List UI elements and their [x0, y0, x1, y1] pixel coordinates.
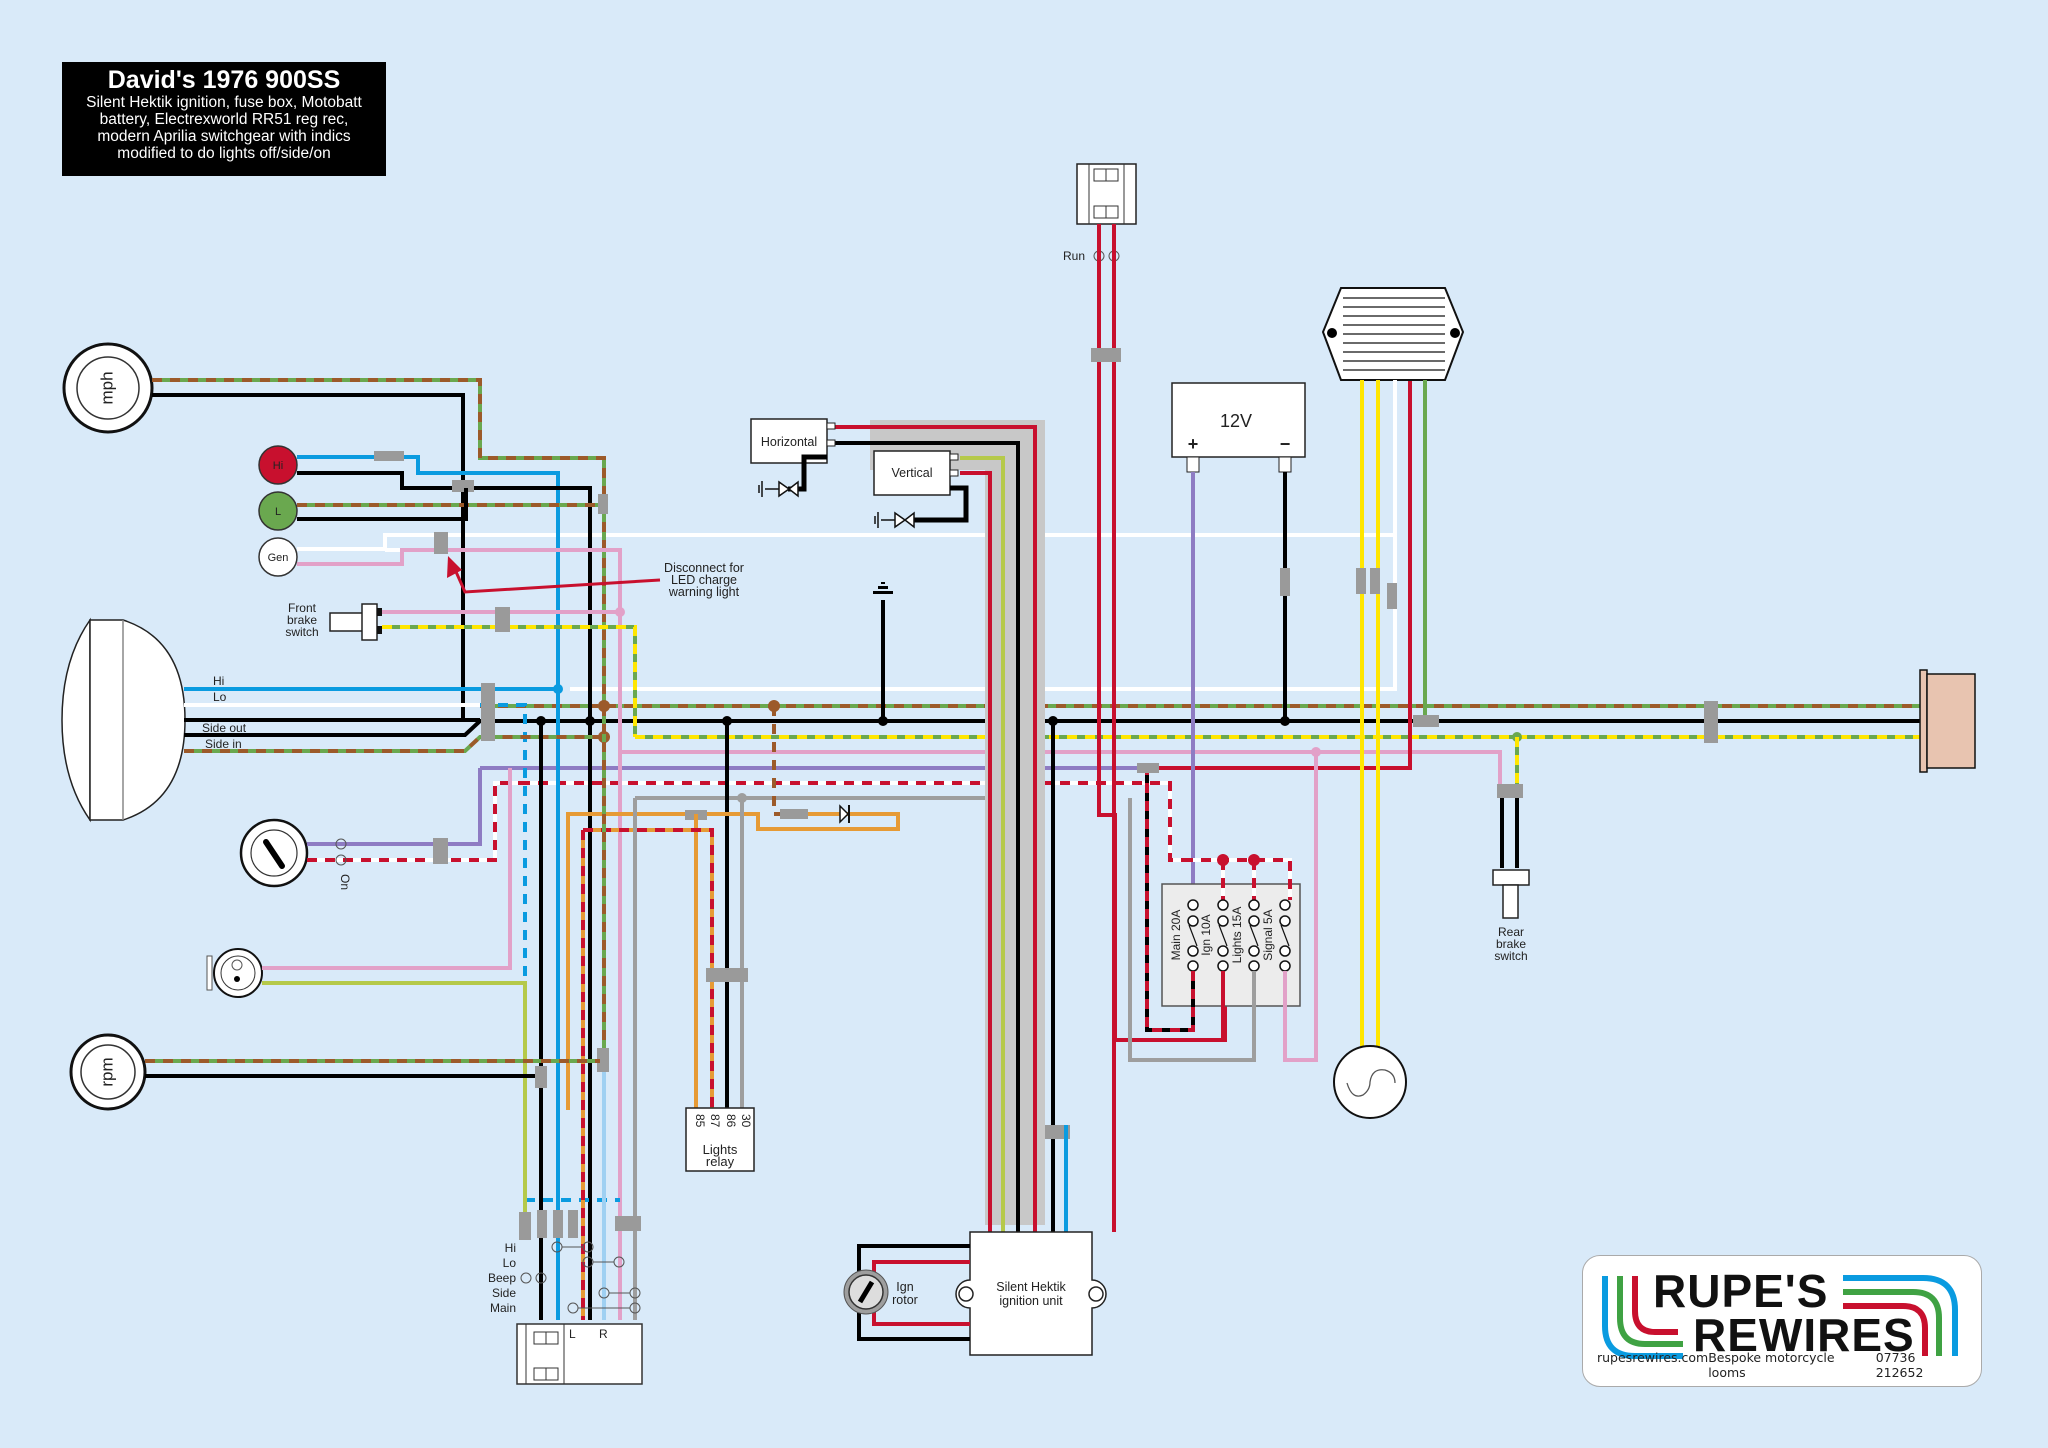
title-box: David's 1976 900SS Silent Hektik ignitio…: [62, 62, 386, 176]
battery-positive-label: +: [1188, 434, 1199, 454]
logo-tagline: Bespoke motorcycle looms: [1708, 1350, 1835, 1380]
alternator: [1333, 1045, 1407, 1119]
regulator-rectifier: [1321, 287, 1465, 1055]
spark-plug-vertical-icon: [874, 511, 915, 529]
annotation-line-3: warning light: [668, 585, 740, 599]
low-light-label: L: [275, 506, 281, 518]
coil-horizontal-label: Horizontal: [761, 435, 817, 449]
front-brake-switch: Front brake switch: [285, 601, 637, 737]
speedo-label: mph: [97, 371, 116, 404]
front-brake-label-2: brake: [287, 613, 317, 627]
switch-row-hi: Hi: [505, 1241, 516, 1255]
ign-rotor-label-2: rotor: [892, 1293, 918, 1307]
fuse-ign-label: Ign 10A: [1199, 914, 1213, 955]
headlamp: Hi Lo Side out Side in: [61, 617, 620, 1202]
relay-pin-85: 85: [693, 1114, 707, 1128]
annotation-line-2: LED charge: [671, 573, 737, 587]
battery: 12V + −: [1171, 382, 1306, 905]
disconnect-annotation: Disconnect for LED charge warning light: [447, 556, 744, 599]
rear-brake-label-1: Rear: [1498, 925, 1524, 939]
handlebar-switchgear: Hi Lo Beep Side Main L R: [488, 1210, 643, 1385]
ignition-coils: Horizontal Vertical: [750, 418, 969, 529]
relay-pin-30: 30: [739, 1114, 753, 1128]
rear-brake-label-3: switch: [1494, 949, 1527, 963]
relay-label-2: relay: [706, 1154, 735, 1169]
switch-left-label: L: [569, 1327, 576, 1341]
subtitle-line-3: modern Aprilia switchgear with indics: [97, 128, 351, 145]
logo-website[interactable]: rupesrewires.com: [1597, 1350, 1709, 1365]
fuse-box: Main 20A Ign 10A Lights 15A Signal 5A: [1128, 752, 1318, 1062]
rear-brake-label-2: brake: [1496, 937, 1526, 951]
annotation-line-1: Disconnect for: [664, 561, 744, 575]
fuse-lights-label: Lights 15A: [1230, 907, 1244, 964]
neutral-switch: [206, 768, 531, 1240]
ignition-unit: Silent Hektik ignition unit Ign rotor: [843, 1231, 1107, 1356]
lights-relay: 85 87 86 30 Lights relay: [685, 1107, 755, 1172]
kill-switch: Run: [1063, 163, 1227, 1232]
front-brake-label-3: switch: [285, 625, 318, 639]
switch-right-label: R: [599, 1327, 608, 1341]
relay-pin-87: 87: [708, 1114, 722, 1128]
ignition-on-label: On: [338, 874, 352, 890]
headlamp-side-out-label: Side out: [202, 721, 247, 735]
kill-switch-run-label: Run: [1063, 249, 1085, 263]
headlamp-lo-label: Lo: [213, 690, 227, 704]
subtitle-line-4: modified to do lights off/side/on: [117, 145, 331, 162]
headlamp-side-in-label: Side in: [205, 737, 242, 751]
hi-beam-light-label: Hi: [273, 460, 283, 472]
earth-point: [873, 582, 893, 594]
ignition-unit-label-2: ignition unit: [999, 1294, 1063, 1308]
diagram-title: David's 1976 900SS: [107, 66, 341, 94]
switch-row-main: Main: [490, 1301, 516, 1315]
gen-light-label: Gen: [268, 552, 289, 564]
diode-icon: [839, 804, 850, 824]
tachometer: rpm: [69, 1033, 600, 1111]
front-brake-label-1: Front: [288, 601, 317, 615]
spark-plug-horizontal-icon: [758, 480, 799, 498]
relay-pin-86: 86: [724, 1114, 738, 1128]
headlamp-hi-label: Hi: [213, 674, 224, 688]
logo-phone: 07736 212652: [1875, 1350, 1924, 1380]
speedometer: mph: [62, 342, 606, 1070]
relay-label-1: Lights: [703, 1142, 738, 1157]
logo-line-2: REWIRES: [1693, 1309, 1915, 1361]
logo-line-1: RUPE'S: [1653, 1265, 1829, 1317]
coil-vertical-label: Vertical: [892, 466, 933, 480]
rupes-rewires-logo: RUPE'S REWIRES rupesrewires.com Bespoke …: [1582, 1255, 1982, 1387]
tail-light: [1919, 669, 1976, 773]
fuse-main-label: Main 20A: [1169, 910, 1183, 961]
subtitle-line-1: Silent Hektik ignition, fuse box, Motoba…: [86, 94, 362, 111]
rear-brake-switch: Rear brake switch: [1492, 737, 1530, 963]
warning-lights: Hi L Gen: [258, 445, 622, 1320]
switch-row-lo: Lo: [503, 1256, 517, 1270]
battery-negative-label: −: [1280, 434, 1291, 454]
ignition-unit-label-1: Silent Hektik: [996, 1280, 1066, 1294]
ign-rotor-label-1: Ign: [896, 1280, 913, 1294]
switch-row-side: Side: [492, 1286, 516, 1300]
tacho-label: rpm: [97, 1057, 116, 1086]
ignition-loom-sheath: [835, 420, 1045, 1232]
subtitle-line-2: battery, Electrexworld RR51 reg rec,: [99, 111, 349, 128]
fuse-signal-label: Signal 5A: [1261, 909, 1275, 960]
logo-wires-graphic: [1602, 1275, 1958, 1359]
switch-row-beep: Beep: [488, 1271, 516, 1285]
logo-footer: rupesrewires.com Bespoke motorcycle loom…: [1597, 1350, 1967, 1380]
ignition-switch: On: [239, 768, 520, 890]
battery-voltage-label: 12V: [1220, 411, 1252, 431]
